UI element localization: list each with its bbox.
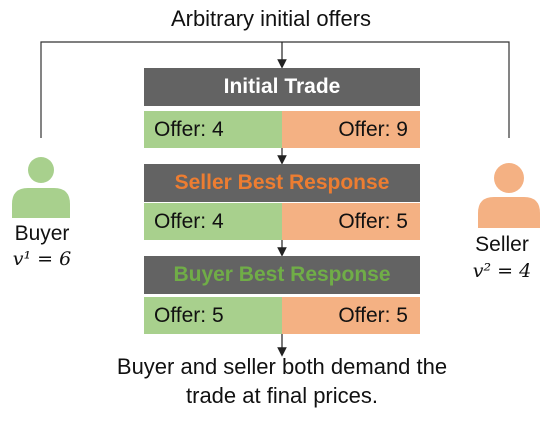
seller-offer-buyer-br: Offer: 5 bbox=[282, 297, 420, 334]
seller-offer-initial: Offer: 9 bbox=[282, 111, 420, 148]
connector-top-right bbox=[282, 41, 510, 138]
diagram-title: Arbitrary initial offers bbox=[170, 6, 372, 31]
seller-icon bbox=[478, 163, 540, 228]
buyer-offer-seller-br: Offer: 4 bbox=[144, 203, 282, 240]
connector-top-left bbox=[40, 41, 282, 138]
buyer-icon bbox=[12, 157, 70, 218]
buyer-offer-initial: Offer: 4 bbox=[144, 111, 282, 148]
buyer-offer-buyer-br: Offer: 5 bbox=[144, 297, 282, 334]
stage-initial-trade-title: Initial Trade bbox=[144, 68, 420, 106]
stage-initial-trade-offers: Offer: 4 Offer: 9 bbox=[144, 111, 420, 148]
seller-value: v² = 4 bbox=[472, 260, 532, 282]
seller-label: Seller bbox=[475, 233, 529, 256]
stage-seller-best-response-offers: Offer: 4 Offer: 5 bbox=[144, 203, 420, 240]
conclusion-text: Buyer and seller both demand the trade a… bbox=[116, 354, 448, 408]
seller-offer-seller-br: Offer: 5 bbox=[282, 203, 420, 240]
buyer-value: v¹ = 6 bbox=[12, 248, 72, 270]
stage-buyer-best-response-offers: Offer: 5 Offer: 5 bbox=[144, 297, 420, 334]
stage-buyer-best-response-title: Buyer Best Response bbox=[144, 256, 420, 294]
stage-seller-best-response-title: Seller Best Response bbox=[144, 164, 420, 202]
buyer-label: Buyer bbox=[14, 222, 70, 245]
